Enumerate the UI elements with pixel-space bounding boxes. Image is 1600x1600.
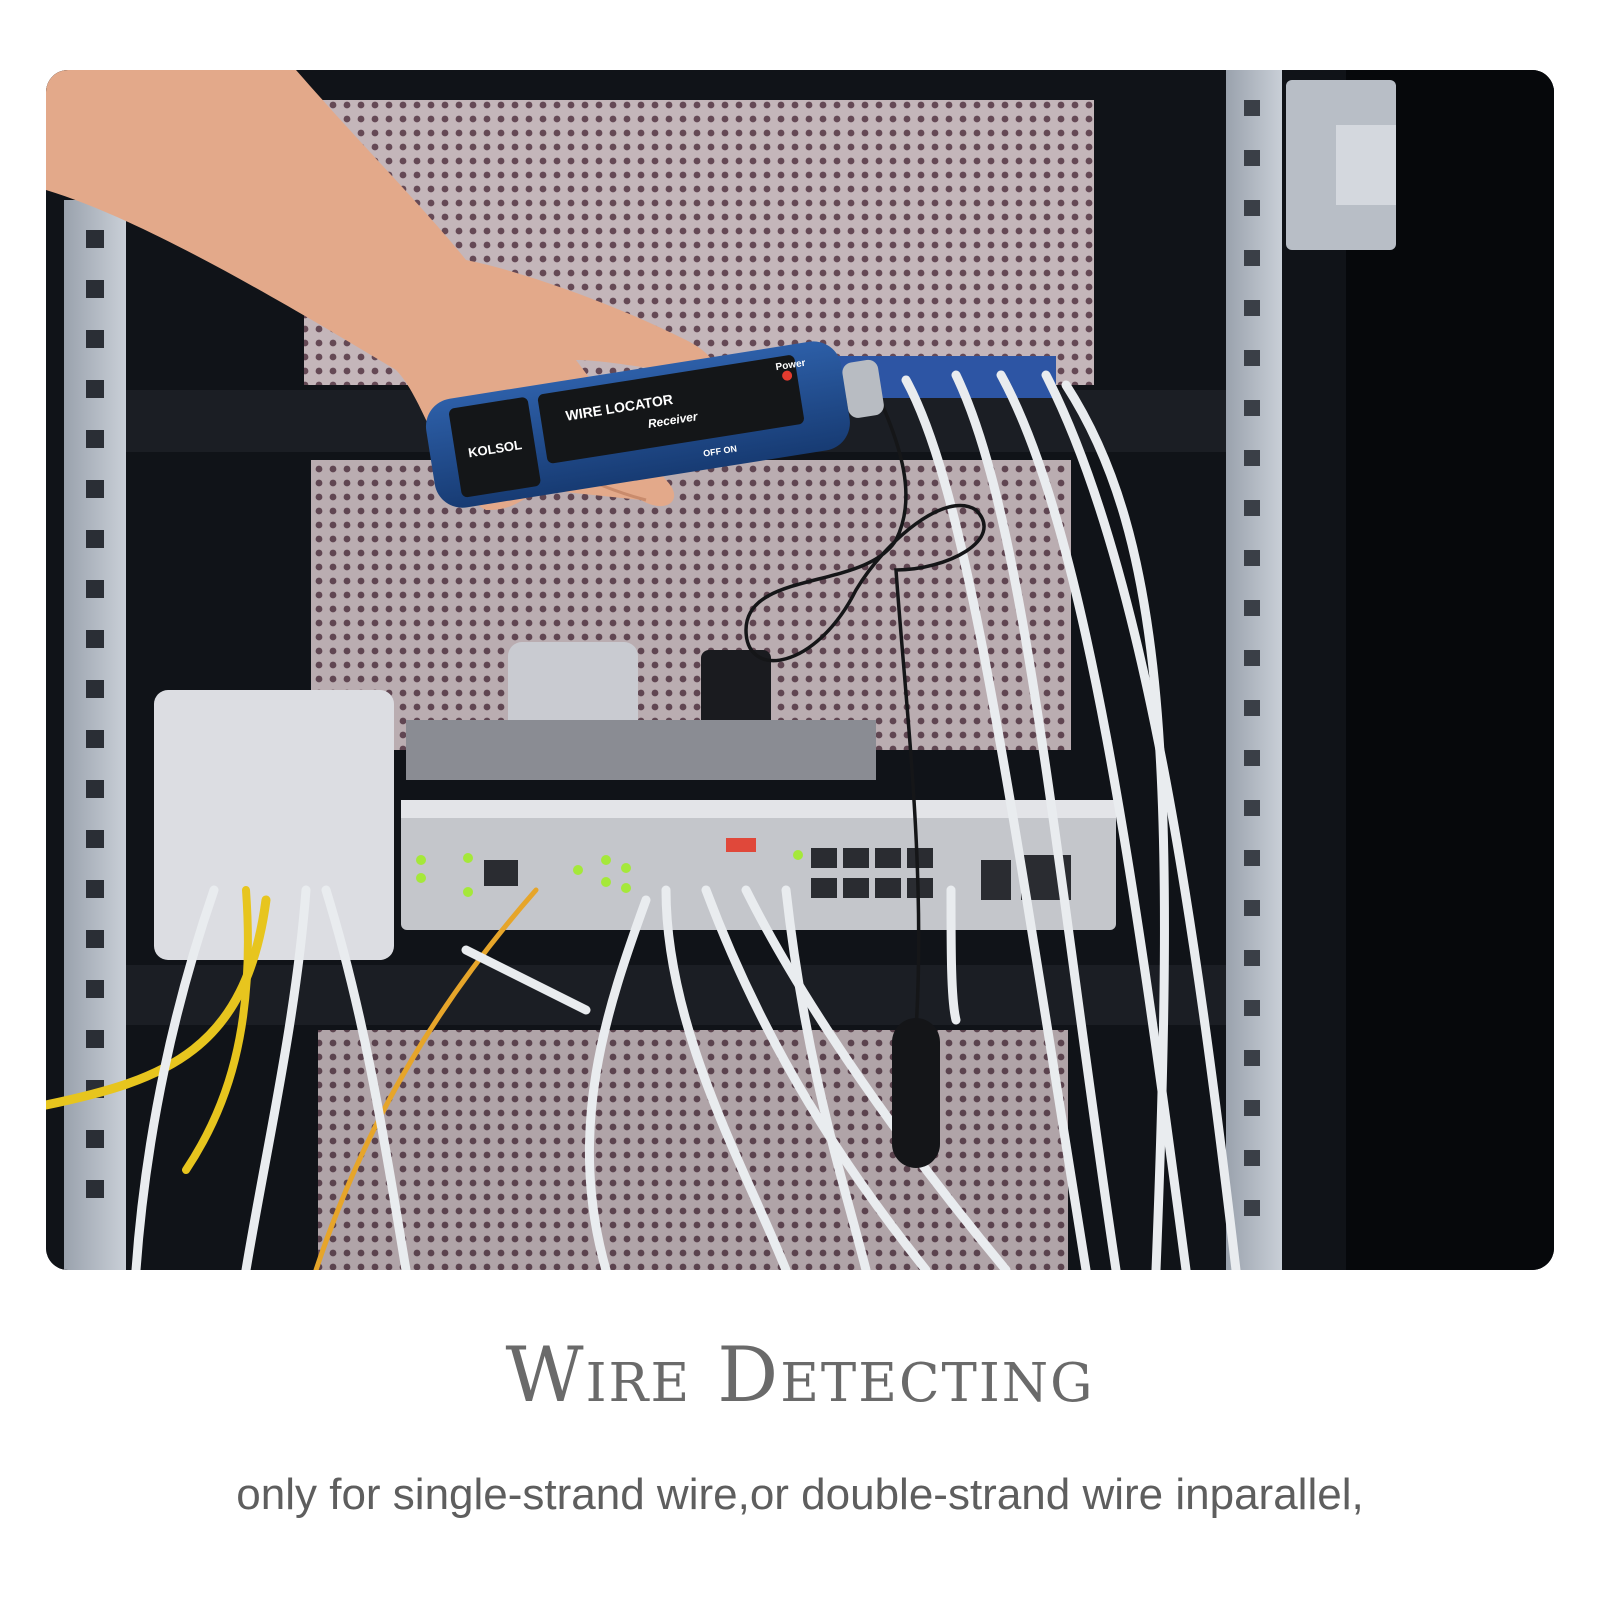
product-photo: KOLSOL WIRE LOCATOR Receiver Power OFF O… <box>46 70 1554 1270</box>
headline: Wire Detecting <box>505 1330 1095 1419</box>
white-router-box <box>154 690 394 960</box>
perforated-panel <box>311 460 1071 750</box>
perforated-panel <box>318 1030 1068 1270</box>
network-switch <box>401 800 1116 930</box>
rack-rail-right <box>1226 70 1282 1270</box>
wire-locator-receiver <box>425 341 884 508</box>
device-power-label: Power <box>775 358 806 374</box>
caption: only for single-strand wire,or double-st… <box>236 1470 1364 1519</box>
probe-weight <box>892 1018 940 1168</box>
